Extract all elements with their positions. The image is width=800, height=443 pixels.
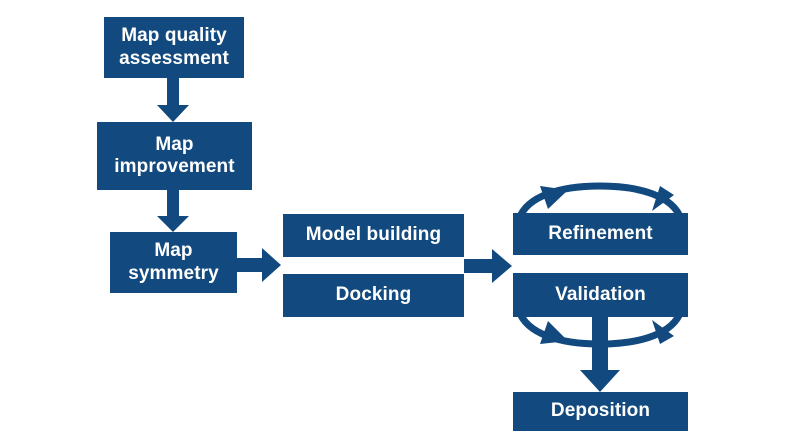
node-validation[interactable]: Validation xyxy=(513,273,688,317)
node-map-quality-assessment[interactable]: Map quality assessment xyxy=(104,17,244,78)
node-docking[interactable]: Docking xyxy=(283,274,464,317)
arrow-improvement-to-symmetry xyxy=(157,190,189,232)
arrow-quality-to-improvement xyxy=(157,78,189,122)
node-refinement[interactable]: Refinement xyxy=(513,213,688,255)
node-model-building[interactable]: Model building xyxy=(283,214,464,257)
node-deposition[interactable]: Deposition xyxy=(513,392,688,431)
arrow-cycle-top xyxy=(515,182,685,221)
arrow-symmetry-to-model-building xyxy=(237,248,281,282)
arrow-validation-to-deposition xyxy=(580,317,620,392)
node-map-symmetry[interactable]: Map symmetry xyxy=(110,232,237,293)
node-map-improvement[interactable]: Map improvement xyxy=(97,122,252,190)
arrow-model-building-to-refinement xyxy=(464,249,512,283)
